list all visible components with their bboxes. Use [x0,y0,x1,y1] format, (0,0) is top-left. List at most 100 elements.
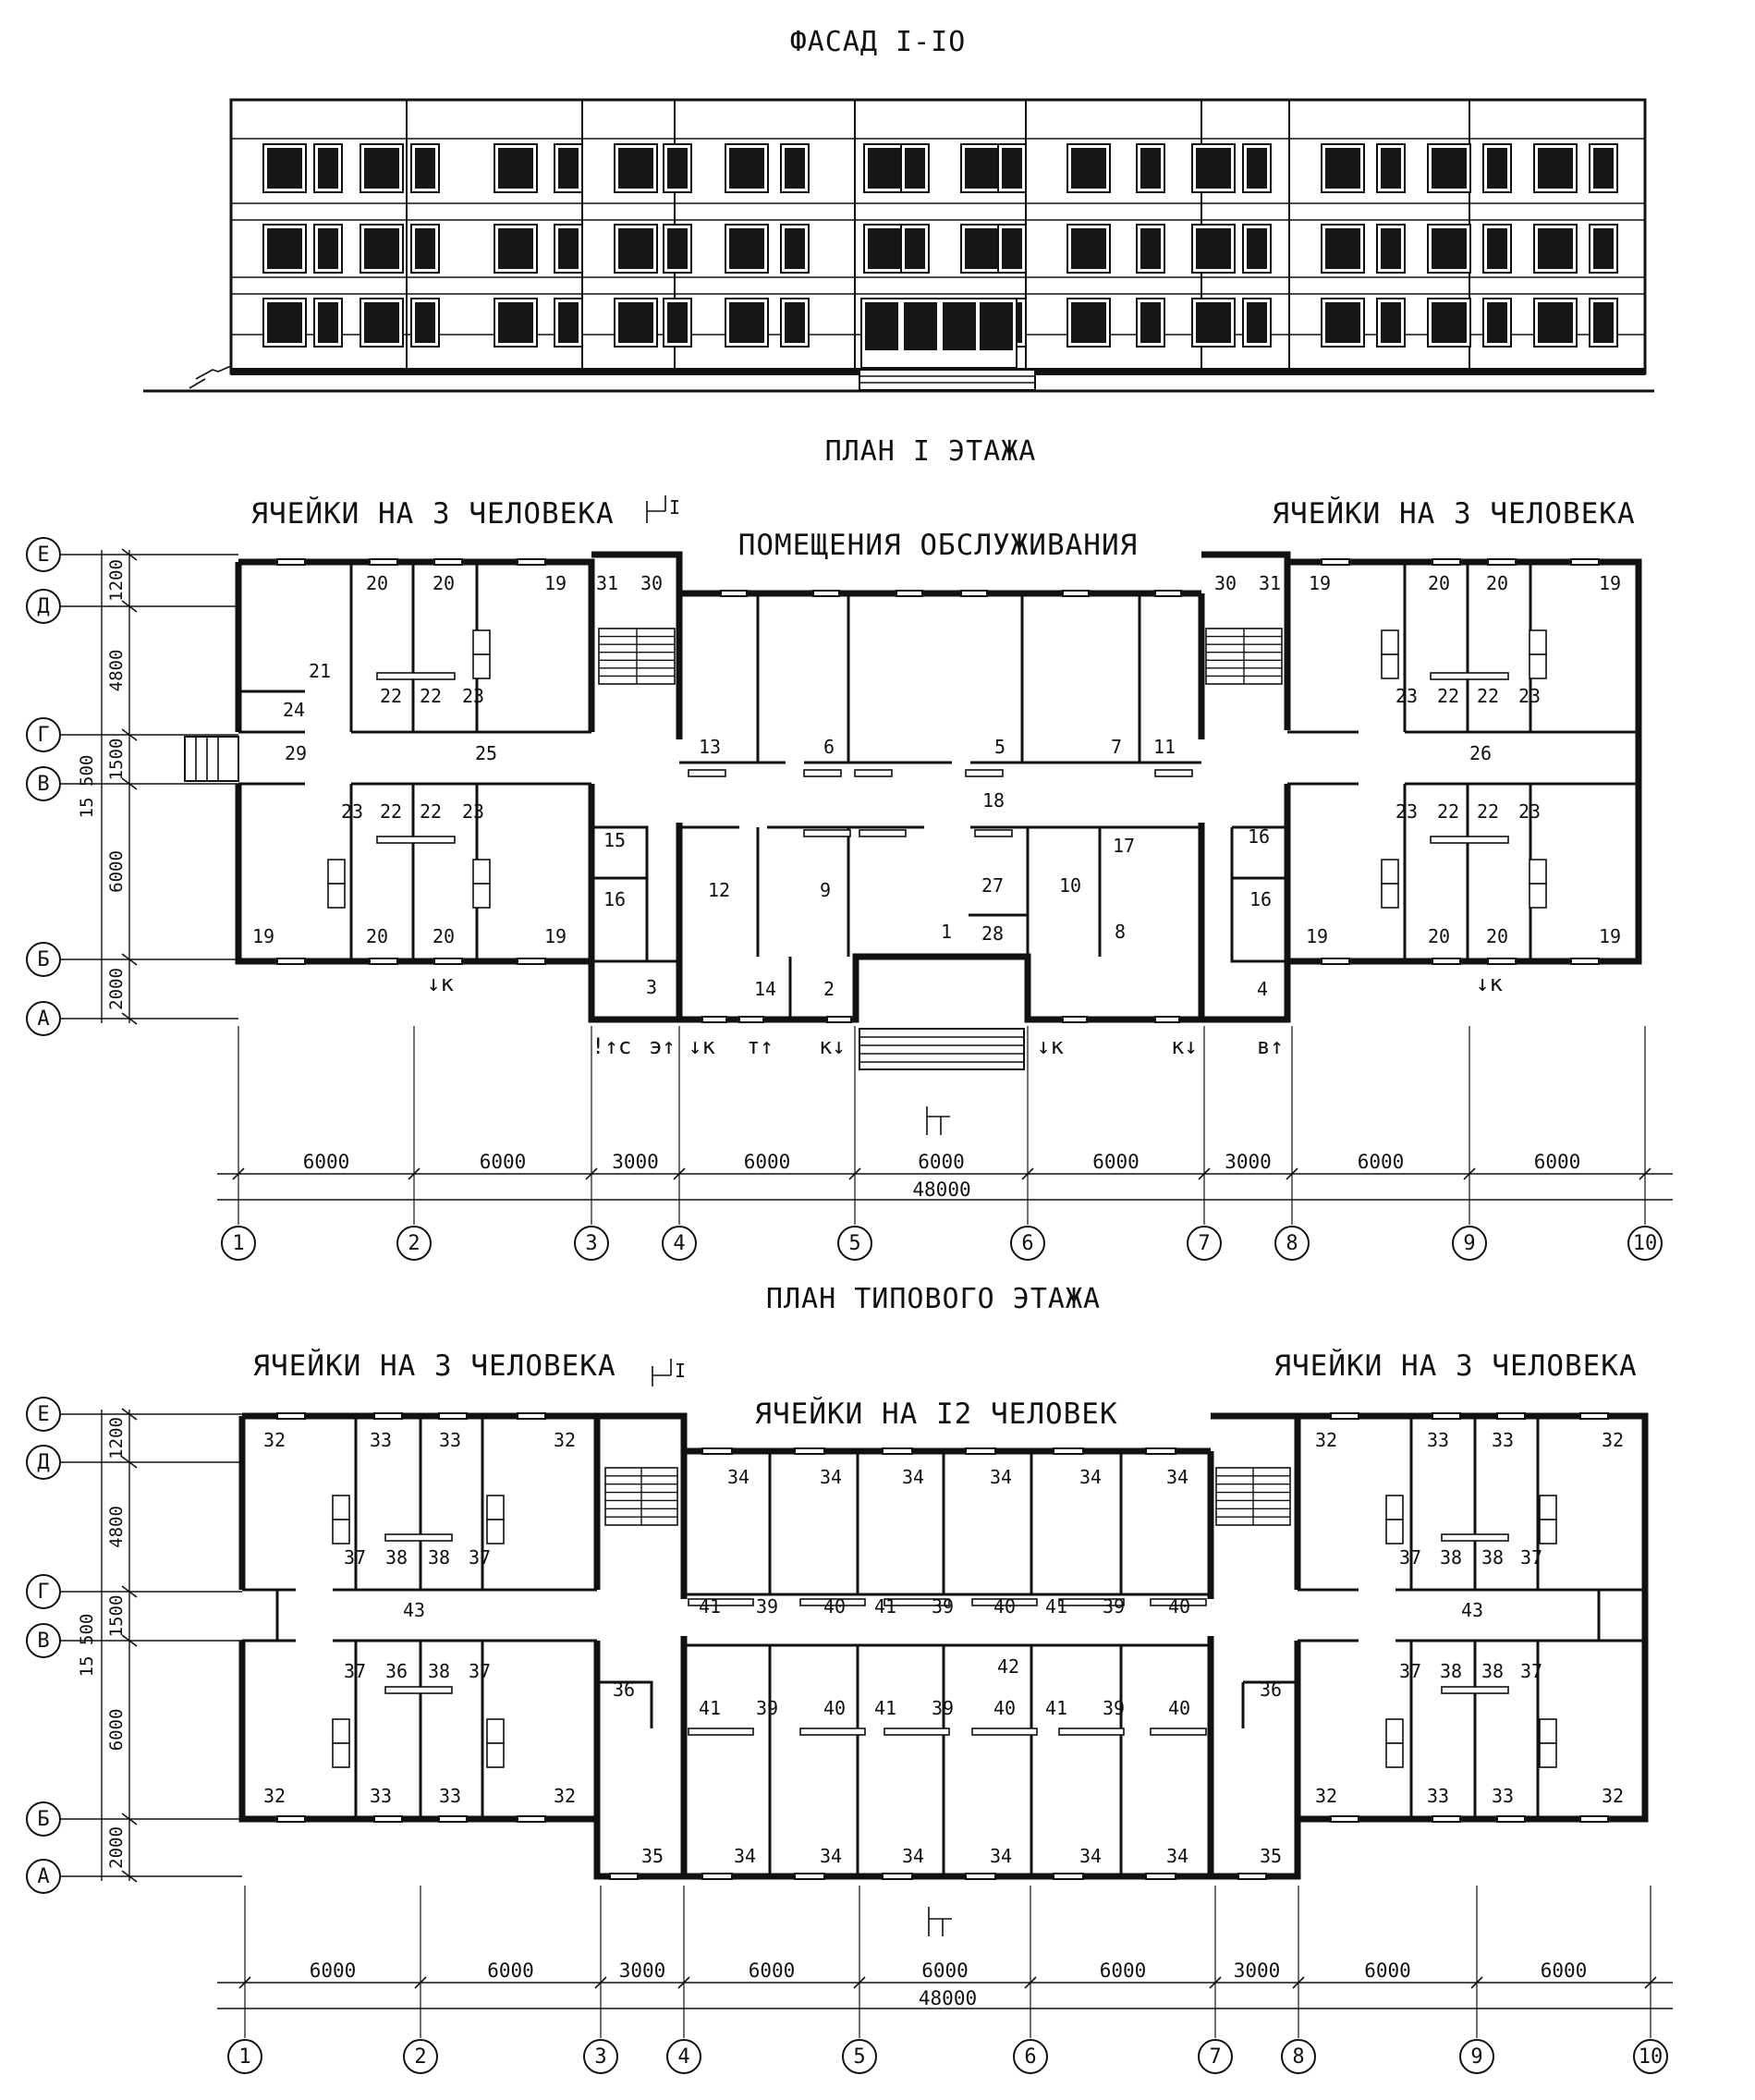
room-number: 23 [1395,685,1418,707]
column-axis-bubble: 5 [837,1226,872,1261]
entrance-arrow: ↓к [689,1033,715,1059]
column-axis-bubble: 5 [842,2039,877,2074]
svg-text:7: 7 [1209,2045,1221,2069]
room-number: 34 [1079,1466,1102,1488]
facade-window [863,224,908,274]
column-axis-bubble: 6 [1013,2039,1048,2074]
window-mark [701,1447,733,1455]
room-number: 43 [1461,1599,1483,1621]
room-number: 1 [941,921,952,943]
room-number: 41 [874,1595,896,1618]
room-number: 33 [1492,1785,1514,1807]
plan1-title: ПЛАН I ЭТАЖА [825,435,1037,468]
room-number: 34 [820,1845,842,1867]
entrance-arrow: ↓к [1476,971,1503,996]
window-mark [1321,958,1350,965]
room-number: 36 [1260,1679,1282,1701]
room-number: 23 [1518,685,1541,707]
row-axis-bubble: Д [26,589,61,624]
room-number: 34 [902,1466,924,1488]
window-mark [965,1873,996,1880]
plan2-furniture [332,1495,1557,1768]
desk [965,769,1004,777]
room-number: 20 [1428,925,1450,947]
column-axis-bubble: 8 [1274,1226,1310,1261]
plan1-center-partitions [679,593,1201,1019]
svg-text:Д: Д [37,1451,49,1474]
window-mark [1330,1412,1359,1420]
svg-text:6: 6 [1024,2045,1036,2069]
room-number: 7 [1111,736,1122,758]
window-mark [882,1447,913,1455]
window-mark [1237,1873,1267,1880]
desk [859,829,907,837]
facade-window [494,224,538,274]
window-mark [276,1815,306,1823]
facade-window [1533,143,1578,193]
room-number: 14 [754,978,776,1000]
facade-window [1427,224,1471,274]
bed [472,859,491,909]
window-mark [1062,1016,1088,1023]
column-axis-bubble: 8 [1281,2039,1316,2074]
window-mark [433,958,463,965]
plan2-title: ПЛАН ТИПОВОГО ЭТАЖА [766,1283,1101,1315]
room-number: 33 [439,1785,461,1807]
window-mark [794,1873,825,1880]
room-number: 8 [1115,921,1126,943]
room-number: 33 [1427,1785,1449,1807]
row-axis-bubble: Д [26,1445,61,1480]
window-mark [1570,558,1600,566]
plan1-main-entrance [859,1028,1025,1135]
window-mark [1154,590,1182,597]
facade-window [1066,224,1111,274]
svg-text:5: 5 [853,2045,865,2069]
svg-text:3: 3 [594,2045,606,2069]
entrance-arrow: т↑ [747,1033,774,1059]
desk [884,1598,950,1606]
facade-window [1321,298,1365,348]
plan2-window-marks [276,1412,1609,1880]
column-axis-bubble: 7 [1198,2039,1233,2074]
horizontal-dimension: 6000 [744,1151,791,1173]
room-number: 35 [641,1845,664,1867]
entrance-arrow: к↓ [1171,1033,1198,1059]
desk [799,1728,866,1736]
facade-window [1242,143,1272,193]
room-number: 23 [341,800,363,823]
room-number: 22 [1437,685,1459,707]
column-axis-bubble: 6 [1010,1226,1045,1261]
room-number: 19 [1309,572,1331,594]
desk [1150,1728,1207,1736]
svg-text:Д: Д [37,595,49,618]
room-number: 12 [708,879,730,901]
plan1-window-marks [276,558,1600,1023]
column-axis-bubble: 3 [574,1226,609,1261]
facade-window [1533,224,1578,274]
total-vertical-dimension: 15 500 [77,1614,97,1678]
svg-text:9: 9 [1463,1232,1475,1255]
facade-window [863,143,908,193]
room-number: 43 [403,1599,425,1621]
svg-text:7: 7 [1198,1232,1210,1255]
room-number: 36 [613,1679,635,1701]
window-mark [1154,1016,1180,1023]
svg-text:5: 5 [848,1232,860,1255]
facade-window [780,143,810,193]
facade-window [1376,143,1406,193]
vertical-dimension: 6000 [106,850,127,893]
column-axis-bubble: 9 [1452,1226,1487,1261]
facade-window [725,224,769,274]
window-mark [738,1016,764,1023]
desk [688,1728,754,1736]
bed [1529,859,1547,909]
room-number: 20 [1486,925,1508,947]
svg-text:8: 8 [1292,2045,1304,2069]
room-number: 39 [1103,1697,1125,1719]
room-number: 23 [462,685,484,707]
window-mark [517,1815,546,1823]
facade-window [313,298,343,348]
svg-text:Г: Г [37,1581,49,1604]
facade-window [360,224,404,274]
svg-text:Е: Е [37,1403,49,1426]
